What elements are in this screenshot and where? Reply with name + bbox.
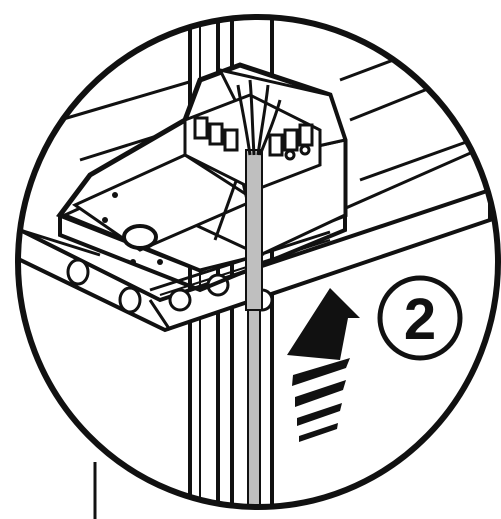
cable (236, 79, 282, 311)
step-number: 2 (404, 287, 436, 352)
step-circle-icon (377, 275, 463, 361)
step-badge: 2 (377, 275, 463, 361)
up-arrow-icon (287, 288, 360, 442)
magnifier-circle (15, 14, 501, 510)
screw-head (122, 224, 158, 250)
magnified-detail (18, 17, 498, 507)
